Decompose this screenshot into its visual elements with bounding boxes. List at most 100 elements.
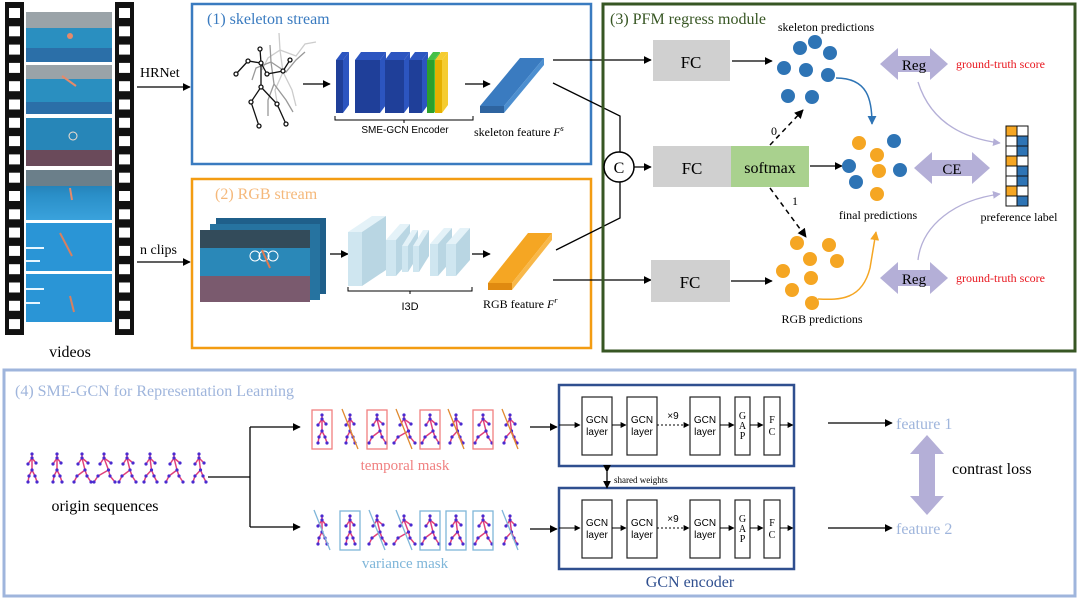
gcn-layer-block-label: GCN <box>631 415 653 426</box>
figure-joint <box>60 480 64 484</box>
preference-label-text: preference label <box>981 210 1059 224</box>
temporal-mask-label: temporal mask <box>361 458 450 474</box>
figure-limb <box>477 531 487 539</box>
figure-joint <box>89 480 93 484</box>
figure-joint <box>316 423 320 427</box>
figure-joint <box>450 536 454 540</box>
film-sprocket <box>119 227 130 238</box>
figure-joint <box>352 523 356 527</box>
ce-arrow: CE <box>914 152 990 184</box>
figure-limb <box>509 519 513 533</box>
encoder-slab <box>427 60 434 113</box>
figure-joint <box>324 523 328 527</box>
figure-joint <box>108 474 112 478</box>
figure-joint <box>454 514 458 518</box>
film-sprocket <box>119 136 130 147</box>
figure-joint <box>504 423 508 427</box>
figure-joint <box>320 413 324 417</box>
figure-joint <box>508 518 512 522</box>
prediction-dot <box>870 187 884 201</box>
figure-joint <box>402 413 406 417</box>
figure-limb <box>126 457 131 471</box>
figure-joint <box>59 461 63 465</box>
encoder-slab <box>409 60 416 113</box>
i3d-label: I3D <box>401 301 418 313</box>
encoder-slab <box>427 52 440 60</box>
figure-joint <box>481 514 485 518</box>
video-frame <box>26 274 112 322</box>
gcn-layer-block-label: layer <box>631 427 653 438</box>
branch-1-arrow <box>769 187 807 238</box>
preference-cell <box>1005 125 1018 137</box>
reg-top-arrow: Reg <box>880 48 948 80</box>
i3d-block <box>413 246 419 272</box>
i3d-block <box>362 216 386 286</box>
figure-joint <box>375 514 379 518</box>
figure-joint <box>27 474 31 478</box>
mask-strike-line <box>368 509 386 551</box>
preference-cell <box>1016 135 1029 147</box>
encoder-slab <box>361 52 374 60</box>
film-sprocket <box>119 99 130 110</box>
figure-limb <box>397 430 409 438</box>
branch-0-arrow <box>769 109 804 146</box>
gcn-layer-block <box>626 499 658 559</box>
gcn-layer-block <box>689 499 721 559</box>
softmax-box <box>731 146 809 187</box>
encoder-slab <box>336 60 343 113</box>
figure-joint <box>428 518 432 522</box>
video-frame <box>26 118 112 166</box>
gcn-layer-block-label: layer <box>586 427 608 438</box>
prediction-dot <box>870 148 884 162</box>
skeleton-stream-panel: (1) skeleton stream <box>190 2 593 166</box>
rgb-stream-title: (2) RGB stream <box>215 186 318 203</box>
rgb-feature-label: RGB feature Fr <box>483 296 558 311</box>
figure-limb <box>103 457 110 471</box>
gcn-layer-block-label: layer <box>694 530 716 541</box>
figure-joint <box>398 524 402 528</box>
prediction-dot <box>830 254 844 268</box>
film-sprocket <box>119 62 130 73</box>
skeleton-pose-icon <box>233 32 317 129</box>
preference-cell <box>1016 175 1029 187</box>
video-frame <box>26 12 112 62</box>
preference-cell <box>1016 125 1029 137</box>
figure-joint <box>428 417 432 421</box>
prediction-dot <box>849 175 863 189</box>
encoder-slab <box>435 60 442 113</box>
figure-joint <box>434 523 438 527</box>
i3d-block <box>446 228 470 244</box>
mask-keep-box <box>445 510 467 551</box>
skeleton-predictions-label: skeleton predictions <box>778 20 875 34</box>
encoder-slab <box>367 60 374 113</box>
figure-joint <box>375 417 379 421</box>
figure-limb <box>403 418 410 432</box>
film-sprocket <box>9 172 20 183</box>
figure-joint <box>477 524 481 528</box>
film-sprocket <box>119 26 130 37</box>
prediction-dot <box>804 271 818 285</box>
fc-block-label: C <box>769 427 776 438</box>
rgb-predictions-cluster <box>776 236 844 310</box>
figure-joint <box>408 435 412 439</box>
figure-joint <box>477 423 481 427</box>
encoder-slab <box>355 52 368 60</box>
figure-joint <box>172 452 176 456</box>
fc-top-label: FC <box>681 53 702 72</box>
film-sprocket <box>9 99 20 110</box>
i3d-block <box>402 246 408 272</box>
branch-1-label: 1 <box>792 194 798 208</box>
figure-limb <box>429 418 434 432</box>
encoder-slab <box>404 52 410 113</box>
figure-limb <box>168 469 178 477</box>
figure-limb <box>376 519 381 533</box>
feature1-label: feature 1 <box>896 416 952 433</box>
prediction-dot <box>776 264 790 278</box>
figure-joint <box>348 514 352 518</box>
gap-block-label: P <box>740 534 746 545</box>
figure-joint <box>197 452 201 456</box>
sme-gcn-encoder-label: SME-GCN Encoder <box>361 125 449 136</box>
